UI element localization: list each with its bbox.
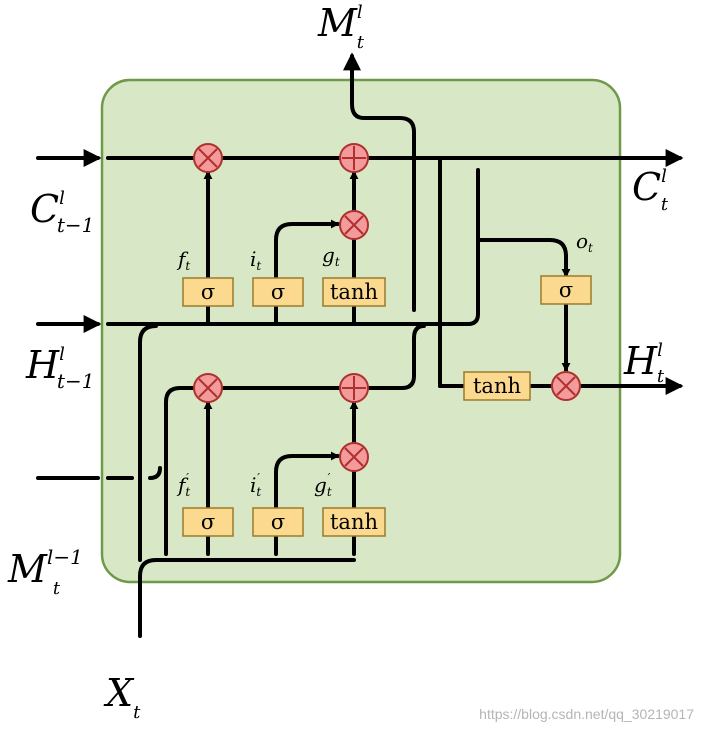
gate-boxes: σ σ tanh σ tanh σ σ tanh [182, 275, 592, 537]
sigma-gate-f2-label: σ [201, 510, 215, 534]
o-gate-feed [476, 238, 571, 278]
g2-gate-annotation: gt′ [314, 471, 332, 499]
sigma-gate-o-label: σ [559, 278, 573, 302]
sigma-gate-f: σ [182, 277, 234, 307]
x-input-line [138, 558, 356, 638]
sigma-gate-f2: σ [182, 507, 234, 537]
sigma-gate-i: σ [252, 277, 304, 307]
i-gate-annotation: it [250, 247, 261, 273]
lower-left-bus [164, 386, 198, 556]
sigma-gate-f-label: σ [201, 280, 215, 304]
m-add-to-top [366, 324, 426, 390]
multiply-op-output [551, 371, 581, 401]
tanh-gate-g-label: tanh [330, 280, 378, 304]
x-to-h-bus [138, 324, 158, 562]
h-state-bus [106, 168, 480, 326]
multiply-op-input-c [339, 210, 369, 240]
add-op-m [339, 373, 369, 403]
m-output-line [343, 52, 416, 312]
x-input-label: Xt [103, 671, 141, 723]
tanh-gate-output-label: tanh [473, 374, 521, 398]
i-gate-line [274, 219, 340, 326]
tanh-gate-output: tanh [463, 371, 531, 401]
sigma-gate-i2: σ [252, 507, 304, 537]
i2-gate-annotation: it′ [250, 471, 261, 499]
multiply-op-forget-m [193, 373, 223, 403]
g-gate-annotation: gt [322, 243, 340, 269]
sigma-gate-i-label: σ [271, 280, 285, 304]
tanh-gate-g2: tanh [322, 507, 386, 537]
multiply-op-input-m [339, 442, 369, 472]
add-op-c [339, 143, 369, 173]
sigma-gate-o: σ [540, 275, 592, 305]
watermark-text: https://blog.csdn.net/qq_30219017 [479, 706, 694, 722]
o-gate-annotation: ot [576, 229, 593, 255]
tanh-gate-g2-label: tanh [330, 510, 378, 534]
cell-background [100, 78, 622, 584]
multiply-op-forget-c [193, 143, 223, 173]
i2-gate-line [274, 451, 340, 556]
connection-lines [36, 52, 684, 638]
gate-annotations: ft it gt ot ft′ it′ gt′ [176, 229, 593, 499]
m-input-curve [148, 466, 162, 480]
operators [193, 143, 581, 472]
tanh-gate-g: tanh [322, 277, 386, 307]
f2-gate-annotation: ft′ [176, 471, 190, 499]
sigma-gate-i2-label: σ [271, 510, 285, 534]
